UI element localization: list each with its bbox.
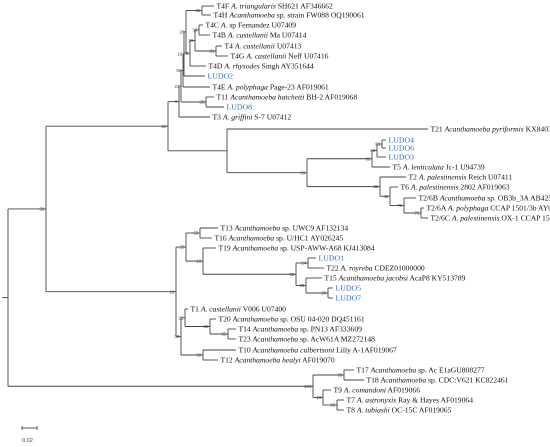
taxon-label: LUDO1 xyxy=(319,254,345,263)
bootstrap-value: 31 xyxy=(178,315,184,320)
bootstrap-value: 35 xyxy=(174,334,180,339)
bootstrap-value: 99 xyxy=(299,283,305,288)
taxon-label: LUDO4 xyxy=(389,136,415,145)
taxon-label: T18 Acanthamoeba sp. CDC:V621 KC822461 xyxy=(367,376,509,385)
taxon-label: LUDO7 xyxy=(336,294,362,303)
taxon-label: T1 A. castellanii V006 U07400 xyxy=(191,305,287,314)
bootstrap-value: 96 xyxy=(321,291,327,296)
taxon-label: T4D A. rhysodes Singh AY351644 xyxy=(209,62,314,71)
taxon-label: T2/6A A. polyphaga CCAP 1501/3b AY026244 xyxy=(427,204,550,213)
bootstrap-value: 36 xyxy=(192,28,198,33)
bootstrap-value: 65 xyxy=(221,332,227,337)
taxon-label: LUDO2 xyxy=(208,72,234,81)
taxon-label: T2/6C A. palestinensis OX-1 CCAP 1501/3c… xyxy=(431,214,550,223)
taxon-label: T21 Acanthamoeba pyriformis KX840327 xyxy=(431,125,550,134)
bootstrap-value: 61 xyxy=(375,142,381,147)
bootstrap-value: 31 xyxy=(209,49,215,54)
bootstrap-value: 99 xyxy=(337,373,343,378)
bootstrap-value: 10 xyxy=(316,395,322,400)
taxon-label: T17 Acanthamoeba sp. Ac E1aGU808277 xyxy=(357,366,485,375)
bootstrap-value: 98 xyxy=(365,156,371,161)
taxon-label: T4 A. castellanii U07413 xyxy=(225,42,302,51)
bootstrap-value: 69 xyxy=(300,170,306,175)
taxon-label: T4H Acanthamoeba sp. strain FW088 OQ1900… xyxy=(214,11,365,20)
bootstrap-value: 32 xyxy=(383,194,389,199)
taxon-label: LUDO8 xyxy=(227,103,253,112)
bootstrap-value: 6 xyxy=(175,99,178,104)
bootstrap-value: 19 xyxy=(169,289,175,294)
taxon-label: T10 Acanthamoeba culbertsoni Lilly A-1AF… xyxy=(239,346,397,355)
bootstrap-value: 35 xyxy=(195,8,201,13)
taxon-label: T16 Acanthamoeba sp. U/HC1 AY026245 xyxy=(215,234,344,243)
scale-bar-label: 0.02 xyxy=(22,438,33,444)
taxon-label: LUDO6 xyxy=(389,144,415,153)
bootstrap-value: 56 xyxy=(370,148,376,153)
bootstrap-value: 95 xyxy=(199,100,205,105)
taxon-label: T19 Acanthamoeba sp. USP-AWW-A68 KJ41308… xyxy=(219,244,375,253)
bootstrap-value: 75 xyxy=(397,203,403,208)
taxon-label: T5 A. lenticulata Jc-1 U94739 xyxy=(393,163,485,172)
taxon-label: T20 Acanthamoeba sp. OSU 04-020 DQ451161 xyxy=(219,315,365,324)
bootstrap-value: 62 xyxy=(203,324,209,329)
taxon-label: T3 A. griffini S-7 U07412 xyxy=(213,113,292,122)
bootstrap-value: 19 xyxy=(177,52,183,57)
bootstrap-value: 28 xyxy=(179,245,185,250)
taxon-label: T23 Acanthamoeba sp. AcW61A MZ272148 xyxy=(239,335,376,344)
bootstrap-value: 71 xyxy=(414,211,420,216)
bootstrap-value: 32 xyxy=(373,184,379,189)
taxon-label: T9 A. comandoni AF019066 xyxy=(334,386,421,395)
bootstrap-value: 26 xyxy=(188,38,194,43)
taxon-label: T11 Acanthamoeba hatchetti BH-2 AF019068 xyxy=(217,93,358,102)
bootstrap-value: 28 xyxy=(179,29,185,34)
taxon-label: LUDO5 xyxy=(336,284,362,293)
taxon-label: T4F A. triangularis SH621 AF346662 xyxy=(217,2,333,11)
taxon-label: T22 A. royreba CDEZ01000000 xyxy=(327,264,425,273)
bootstrap-value: 10 xyxy=(196,259,202,264)
bootstrap-value: 99 xyxy=(196,353,202,358)
taxon-label: T4G A. castellanii Neff U07416 xyxy=(231,52,329,61)
bootstrap-value: 20 xyxy=(161,124,167,129)
bootstrap-value: 55 xyxy=(176,68,182,73)
bootstrap-value: 22 xyxy=(183,51,189,56)
taxon-label: T4C A. sp Fernandez U07409 xyxy=(206,21,297,30)
bootstrap-value: 54 xyxy=(301,261,307,266)
bootstrap-value: 55 xyxy=(289,272,295,277)
bootstrap-value: 39 xyxy=(39,207,45,212)
taxon-label: LUDO3 xyxy=(389,153,415,162)
taxon-label: T7 A. astronyxis Ray & Hayes AF019064 xyxy=(347,396,474,405)
taxon-label: T2 A. palestinensis Reich U07411 xyxy=(409,173,513,182)
taxon-label: T4B A. castellanii Ma U07414 xyxy=(213,31,307,40)
taxon-label: T2/6B Acanthamoeba sp. OB3b_3A AB425945 xyxy=(419,194,550,203)
taxon-label: T6 A. palestinensis 2802 AF019063 xyxy=(401,183,510,192)
bootstrap-value: 56 xyxy=(193,231,199,236)
taxon-label: T14 Acanthamoeba sp. PN13 AF333609 xyxy=(239,325,363,334)
bootstrap-value: 100 xyxy=(304,384,312,389)
taxon-label: T4E A. polyphaga Page-23 AF019061 xyxy=(213,83,329,92)
taxon-label: T12 Acanthamoeba healyi AF019070 xyxy=(221,356,335,365)
taxon-label: T15 Acanthamoeba jacobsi AcaP8 KY513789 xyxy=(325,274,466,283)
bootstrap-value: 99 xyxy=(330,403,336,408)
bootstrap-value: 23 xyxy=(174,84,180,89)
taxon-label: T13 Acanthamoeba sp. UWC9 AF132134 xyxy=(221,224,349,233)
taxon-label: T8 A. tubiashi OC-15C AF019065 xyxy=(347,406,452,415)
